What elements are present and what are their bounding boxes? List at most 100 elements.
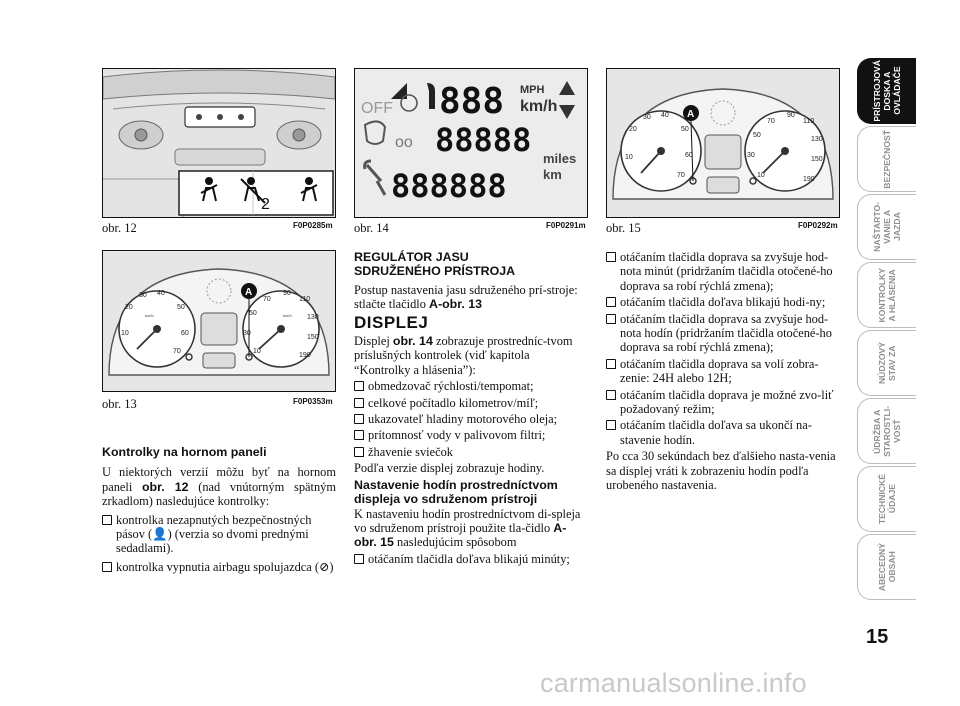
svg-text:150: 150 xyxy=(811,156,823,163)
list-item: otáčaním tlačidla doprava sa zvyšuje hod… xyxy=(606,312,840,355)
tab-index[interactable]: ABECEDNÝ OBSAH xyxy=(857,534,916,600)
list-item: otáčaním tlačidla doprava je možné zvo-l… xyxy=(606,388,840,417)
checkbox-bullet-icon xyxy=(606,313,616,324)
svg-text:190: 190 xyxy=(299,352,311,359)
svg-text:90: 90 xyxy=(787,112,795,119)
right-column: otáčaním tlačidla doprava sa zvyšuje hod… xyxy=(606,250,840,495)
svg-text:10: 10 xyxy=(253,348,261,355)
airbag-inline-icon: ⊘ xyxy=(319,559,330,574)
checkbox-bullet-icon xyxy=(354,446,364,457)
svg-text:30: 30 xyxy=(643,114,651,121)
seatbelt-icon xyxy=(200,177,218,202)
svg-text:150: 150 xyxy=(307,334,319,341)
svg-text:10: 10 xyxy=(625,154,633,161)
fig13-code: F0P0353m xyxy=(293,397,333,406)
display-illustration: OFF 888 MPH km/h oo 88888 miles km 88888… xyxy=(355,69,587,217)
ref-fig12: obr. 12 xyxy=(141,479,189,494)
svg-text:50: 50 xyxy=(177,304,185,311)
heading-display: DISPLEJ xyxy=(354,312,429,332)
airbag-off-icon xyxy=(240,177,266,204)
intro-paragraph: U niektorých verzií môžu byť na hornom p… xyxy=(102,465,336,509)
checkbox-bullet-icon xyxy=(102,514,112,525)
tab-maintenance[interactable]: ÚDRŽBA A STAROSTLI- VOSŤ xyxy=(857,398,916,464)
left-column: Kontrolky na hornom paneli U niektorých … xyxy=(102,443,336,576)
checkbox-bullet-icon xyxy=(606,420,616,431)
checkbox-bullet-icon xyxy=(354,553,364,564)
svg-text:130: 130 xyxy=(811,136,823,143)
seatbelt-inline-icon: 👤 xyxy=(152,527,168,542)
svg-text:50: 50 xyxy=(753,132,761,139)
svg-text:70: 70 xyxy=(173,348,181,355)
svg-text:110: 110 xyxy=(803,118,814,125)
checkbox-bullet-icon xyxy=(606,358,616,369)
brightness-text: Postup nastavenia jasu sdruženého prí-st… xyxy=(354,282,578,312)
list-item: otáčaním tlačidla doľava blikajú hodi-ny… xyxy=(606,295,840,309)
tab-safety[interactable]: BEZPEČNOSŤ xyxy=(857,126,916,192)
fig14-code: F0P0291m xyxy=(546,221,586,230)
svg-text:km/h: km/h xyxy=(283,313,292,318)
svg-text:10: 10 xyxy=(757,172,765,179)
display-text: Displej obr. 14 zobrazuje prostredníc-tv… xyxy=(354,334,573,377)
seatbelt-icon-2 xyxy=(300,177,318,202)
svg-text:A: A xyxy=(687,109,694,120)
checkbox-bullet-icon xyxy=(606,389,616,400)
svg-text:km: km xyxy=(543,167,562,182)
svg-text:miles: miles xyxy=(543,151,576,166)
svg-text:oo: oo xyxy=(395,134,413,151)
svg-text:60: 60 xyxy=(181,330,189,337)
tab-emergency[interactable]: NÚDZOVÝ STAV ZA xyxy=(857,330,916,396)
checkbox-bullet-icon xyxy=(606,252,616,262)
clock-setting-text: K nastaveniu hodín prostredníctvom di-sp… xyxy=(354,506,581,550)
svg-text:888: 888 xyxy=(439,81,504,122)
list-item: otáčaním tlačidla doprava sa zvyšuje hod… xyxy=(606,250,840,293)
svg-text:40: 40 xyxy=(157,290,165,297)
svg-text:60: 60 xyxy=(685,152,693,159)
svg-text:30: 30 xyxy=(747,152,755,159)
list-item: žhavenie sviečok xyxy=(354,445,588,459)
tab-technical-data[interactable]: TECHNICKÉ ÚDAJE xyxy=(857,466,916,532)
heading-upper-panel: Kontrolky na hornom paneli xyxy=(102,445,267,459)
svg-text:km/h: km/h xyxy=(145,313,154,318)
tab-starting-driving[interactable]: NAŠTARTO- VANIE A JAZDA xyxy=(857,194,916,260)
list-item: obmedzovač rýchlosti/tempomat; xyxy=(354,379,588,393)
checkbox-bullet-icon xyxy=(354,381,364,392)
list-item: otáčaním tlačidla doľava blikajú minúty; xyxy=(354,552,588,566)
svg-text:OFF: OFF xyxy=(361,100,393,117)
fig12-caption: obr. 12 xyxy=(102,221,137,235)
checkbox-bullet-icon xyxy=(102,561,112,572)
svg-text:888888: 888888 xyxy=(391,167,507,205)
svg-text:MPH: MPH xyxy=(520,84,545,96)
svg-text:10: 10 xyxy=(121,330,129,337)
svg-text:110: 110 xyxy=(299,296,310,303)
svg-text:50: 50 xyxy=(681,126,689,133)
closing-text: Po cca 30 sekúndach bez ďalšieho nasta-v… xyxy=(606,449,836,493)
heading-clock-setting: Nastavenie hodín prostredníctvom displej… xyxy=(354,477,558,507)
marker-a-icon xyxy=(683,105,699,121)
fig15-code: F0P0292m xyxy=(798,221,838,230)
list-item: kontrolka nezapnutých bezpečnostných pás… xyxy=(102,513,336,556)
tab-warning-lights[interactable]: KONTROLKY A HLÁSENIA xyxy=(857,262,916,328)
fig15-caption: obr. 15 xyxy=(606,221,641,235)
checkbox-bullet-icon xyxy=(606,297,616,308)
svg-text:20: 20 xyxy=(629,126,637,133)
svg-text:km/h: km/h xyxy=(520,98,557,115)
svg-text:40: 40 xyxy=(661,112,669,119)
svg-text:50: 50 xyxy=(249,310,257,317)
page-number: 15 xyxy=(866,626,889,648)
checkbox-bullet-icon xyxy=(354,430,364,441)
list-item: ukazovateľ hladiny motorového oleja; xyxy=(354,412,588,426)
svg-text:190: 190 xyxy=(803,176,815,183)
watermark: carmanualsonline.info xyxy=(540,668,807,698)
svg-text:30: 30 xyxy=(139,292,147,299)
list-item: otáčaním tlačidla doľava sa ukončí na-st… xyxy=(606,418,840,447)
fig13-caption: obr. 13 xyxy=(102,397,137,411)
svg-text:30: 30 xyxy=(243,330,251,337)
roof-panel-illustration: 2 xyxy=(103,69,335,217)
list-item: celkové počítadlo kilometrov/míľ; xyxy=(354,396,588,410)
tab-instrument-panel[interactable]: PRÍSTROJOVÁ DOSKA A OVLÁDAČE xyxy=(857,58,916,124)
